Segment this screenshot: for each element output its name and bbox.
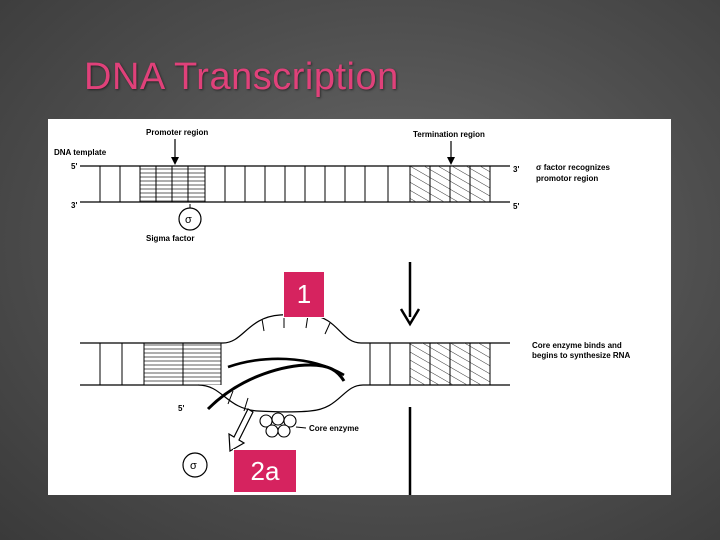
process-arrow-down — [399, 262, 421, 327]
released-sigma-icon: σ — [182, 452, 208, 478]
slide-title: DNA Transcription — [84, 56, 399, 98]
bottom-strand-5-prime-right: 5' — [513, 202, 519, 211]
sigma-factor-icon: σ — [178, 204, 202, 231]
released-sigma-symbol: σ — [190, 460, 197, 472]
top-strand-3-prime-right: 3' — [513, 165, 519, 174]
dna-duplex-bubble — [80, 313, 510, 413]
step1-note-line1: σ factor recognizes — [536, 163, 610, 172]
rna-5-prime-label: 5' — [178, 404, 184, 413]
step-1-badge: 1 — [283, 271, 325, 318]
top-strand-5-prime: 5' — [71, 162, 77, 171]
dna-template-label: DNA template — [54, 148, 107, 157]
step2-note-line1: Core enzyme binds and — [532, 341, 622, 350]
sigma-symbol: σ — [185, 214, 192, 226]
sigma-release-arrow — [228, 408, 254, 453]
promoter-region-label: Promoter region — [146, 128, 208, 137]
transcription-diagram: DNA template Promoter region Termination… — [48, 119, 671, 495]
step1-note-line2: promotor region — [536, 174, 598, 183]
core-enzyme-icon — [259, 412, 297, 438]
bottom-strand-3-prime: 3' — [71, 201, 77, 210]
promoter-arrow — [171, 139, 179, 165]
termination-arrow — [447, 141, 455, 165]
core-enzyme-label: Core enzyme — [309, 424, 359, 433]
sigma-factor-label: Sigma factor — [146, 234, 194, 243]
dna-duplex-top — [80, 165, 510, 203]
step-2a-badge: 2a — [233, 449, 297, 493]
termination-region-label: Termination region — [413, 130, 485, 139]
step2-note-line2: begins to synthesize RNA — [532, 351, 630, 360]
